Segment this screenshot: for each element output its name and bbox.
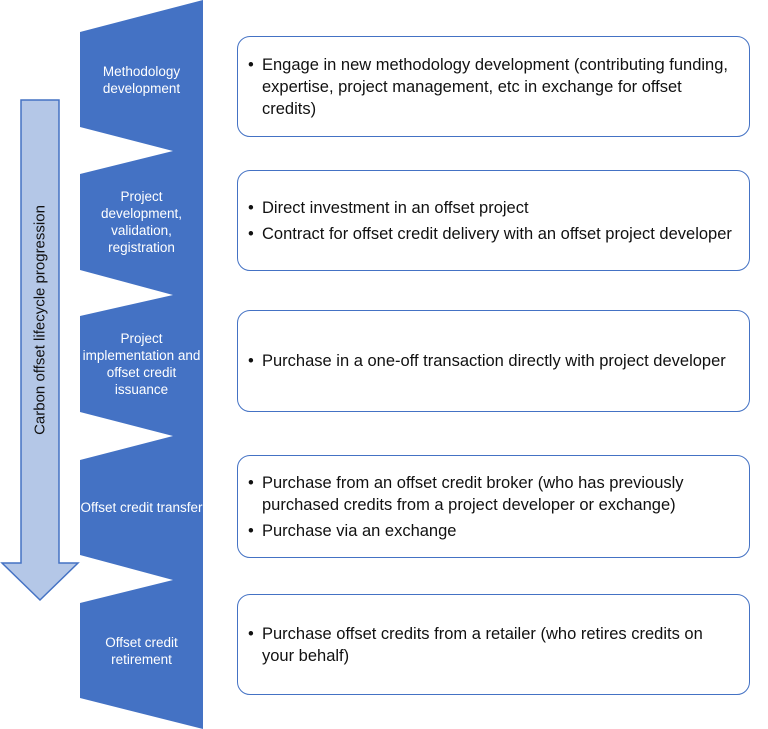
stage-methodology-development: Methodology development: [102, 63, 181, 96]
stage-project-implementation: Project implementation and offset credit…: [82, 331, 201, 397]
option-item: •Purchase in a one-off transaction direc…: [248, 352, 726, 370]
option-item: •Engage in new methodology development (…: [248, 55, 728, 118]
options-box-methodology: •Engage in new methodology development (…: [237, 36, 750, 137]
stage-column: [80, 0, 203, 729]
options-box-credit-retirement: •Purchase offset credits from a retailer…: [237, 594, 750, 695]
option-item: •Purchase offset credits from a retailer…: [248, 624, 703, 665]
option-item: •Contract for offset credit delivery wit…: [248, 224, 732, 243]
lifecycle-arrow-label: Carbon offset lifecycle progression: [31, 205, 49, 435]
lifecycle-arrow: [0, 99, 80, 602]
option-item: •Direct investment in an offset project: [248, 198, 529, 217]
option-item: •Purchase from an offset credit broker (…: [248, 473, 684, 514]
stage-offset-credit-retirement: Offset credit retirement: [105, 634, 178, 667]
stage-project-development: Project development, validation, registr…: [100, 189, 183, 255]
option-item: •Purchase via an exchange: [248, 521, 457, 540]
options-box-project-implementation: •Purchase in a one-off transaction direc…: [237, 310, 750, 412]
options-box-project-development: •Direct investment in an offset project …: [237, 170, 750, 271]
stage-offset-credit-transfer: Offset credit transfer: [80, 500, 203, 515]
options-box-credit-transfer: •Purchase from an offset credit broker (…: [237, 455, 750, 558]
